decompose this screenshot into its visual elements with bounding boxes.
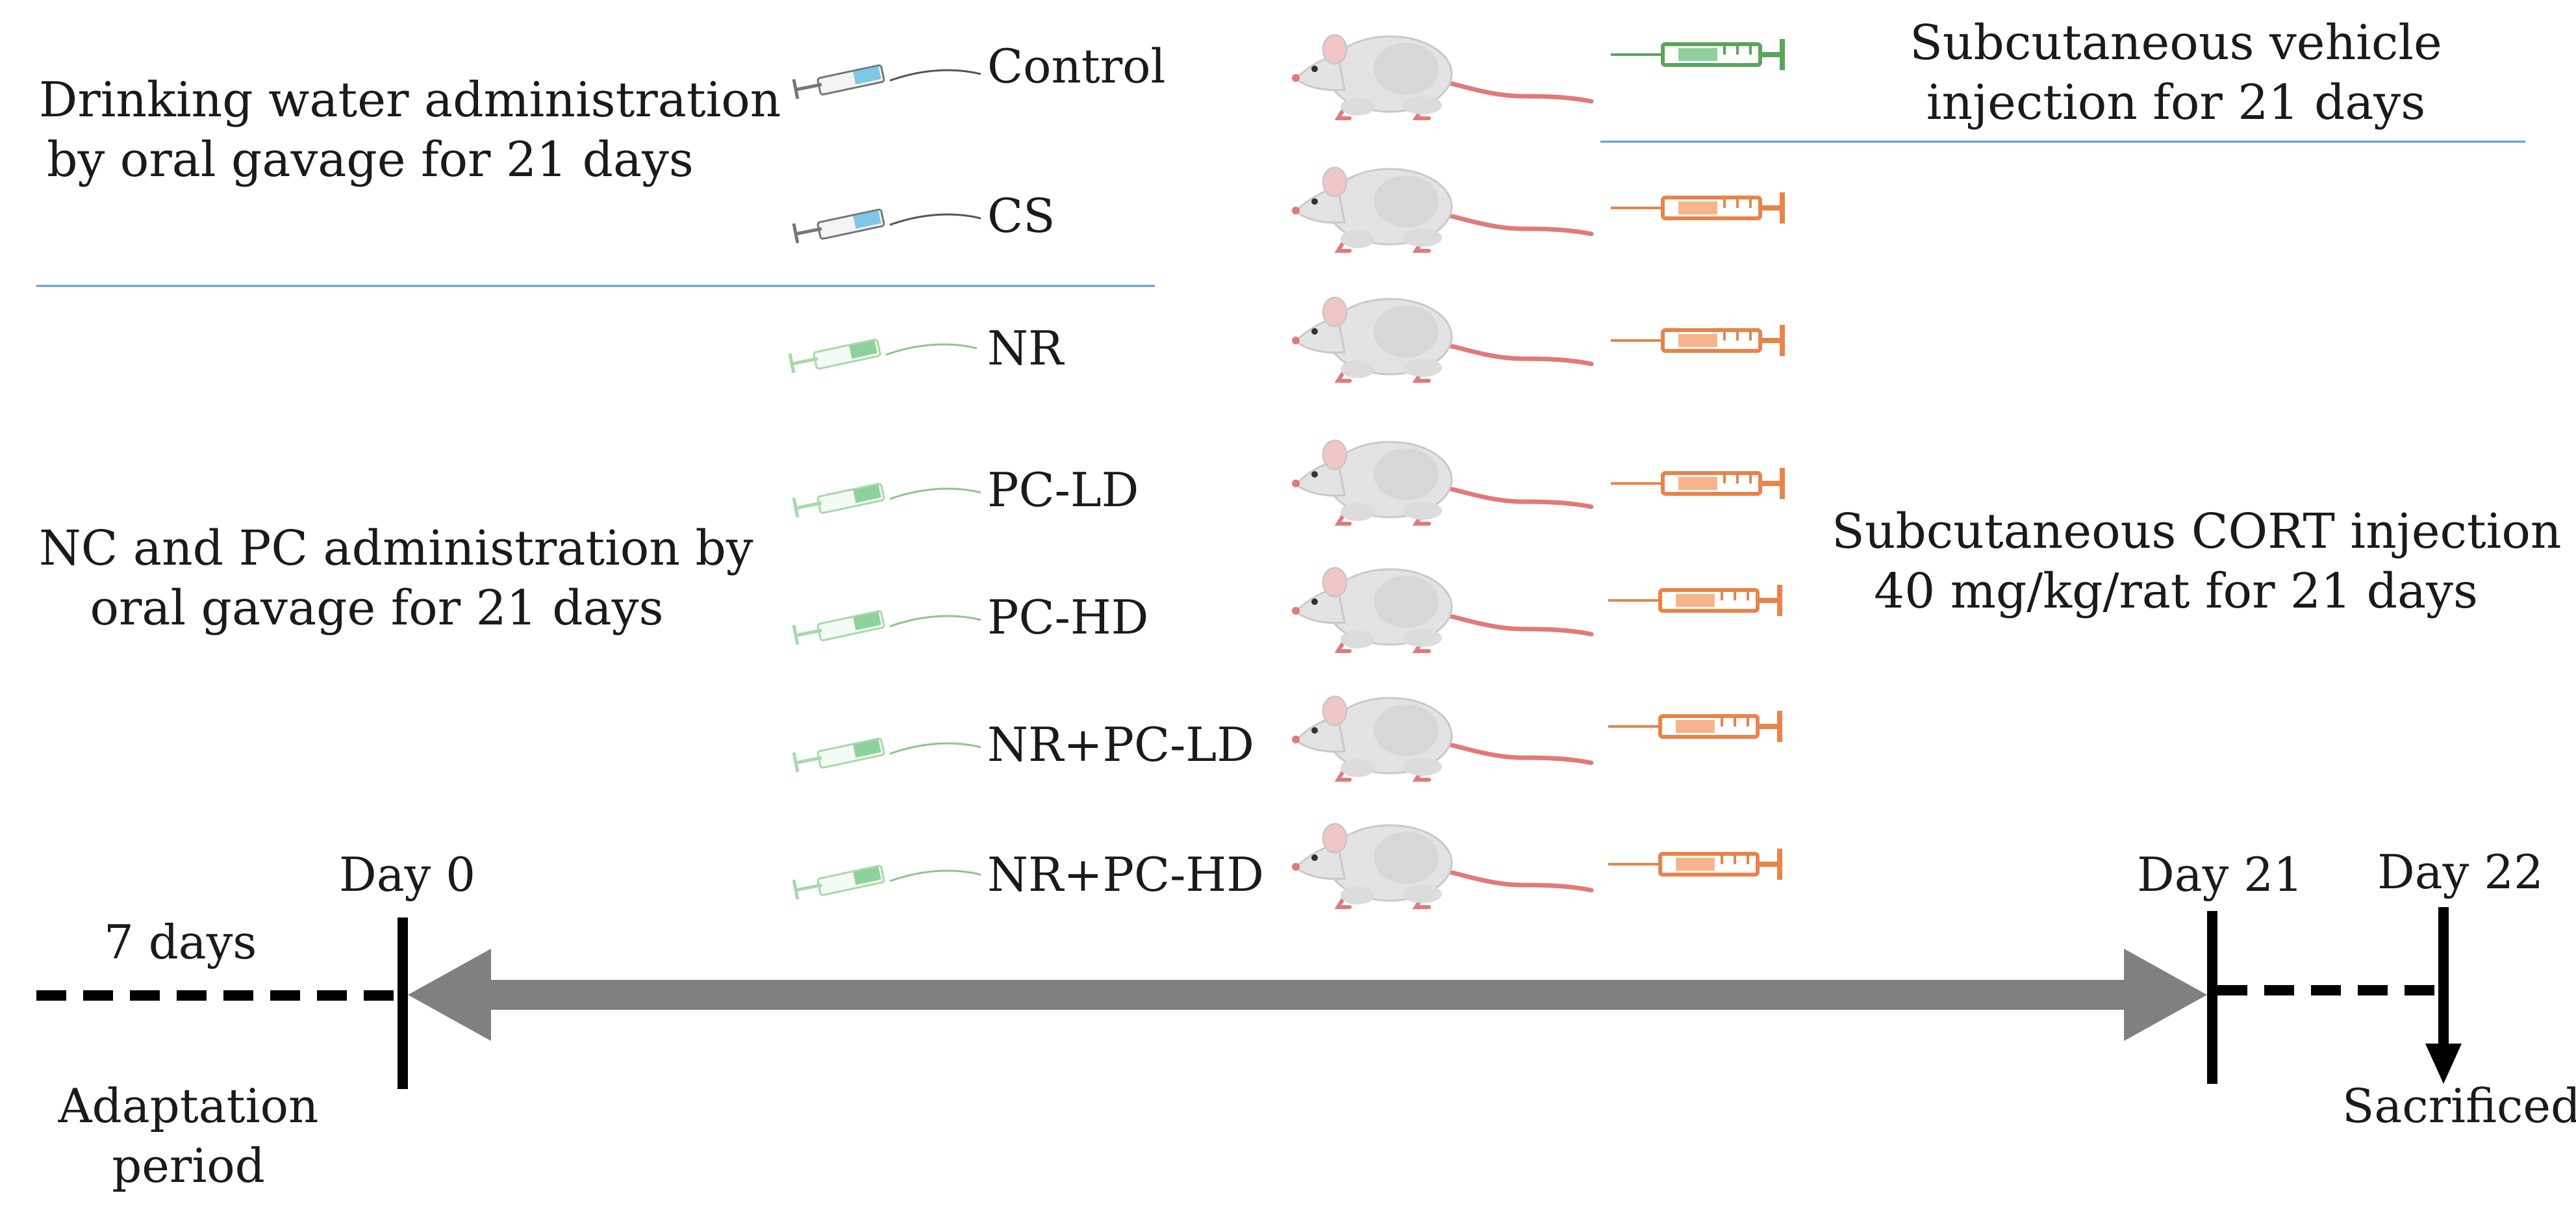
injection-syringe-icon <box>1611 468 1782 499</box>
gavage-syringe-icon <box>794 483 981 517</box>
down-arrow-icon <box>2425 1044 2462 1084</box>
adaptation-line2: period <box>112 1138 265 1193</box>
rat-icon <box>1292 168 1591 251</box>
gavage-syringe-icon <box>794 209 981 243</box>
rat-icon <box>1292 298 1591 381</box>
cort-injection-line1: Subcutaneous CORT injection <box>1832 504 2562 559</box>
gavage-syringe-icon <box>794 866 981 899</box>
gavage-syringe-icon <box>790 339 977 373</box>
sacrificed-label: Sacrificed <box>2342 1079 2576 1133</box>
ncpc-admin-line1: NC and PC administration by <box>39 520 753 576</box>
group-label-pc-hd: PC-HD <box>987 590 1149 645</box>
injection-syringe-icon <box>1611 39 1782 70</box>
ncpc-admin-label: NC and PC administration by oral gavage … <box>39 519 753 638</box>
water-admin-label: Drinking water administration by oral ga… <box>39 70 781 190</box>
injection-syringe-icon <box>1608 711 1780 742</box>
vehicle-injection-line2: injection for 21 days <box>1926 75 2426 131</box>
injection-syringe-icon <box>1608 849 1780 880</box>
adaptation-period-label: Adaptation period <box>39 1076 338 1196</box>
group-label-control: Control <box>987 39 1166 94</box>
water-admin-line2: by oral gavage for 21 days <box>47 132 694 188</box>
day22-label: Day 22 <box>2377 845 2544 899</box>
group-label-nr-pc-ld: NR+PC-LD <box>987 717 1254 772</box>
ncpc-admin-line2: oral gavage for 21 days <box>90 580 664 636</box>
vehicle-injection-line1: Subcutaneous vehicle <box>1910 15 2442 71</box>
group-label-nr: NR <box>987 321 1064 376</box>
group-label-nr-pc-hd: NR+PC-HD <box>987 847 1264 902</box>
cort-injection-label: Subcutaneous CORT injection 40 mg/kg/rat… <box>1832 502 2562 621</box>
day21-label: Day 21 <box>2137 847 2303 902</box>
group-label-cs: CS <box>987 188 1055 243</box>
vehicle-injection-label: Subcutaneous vehicle injection for 21 da… <box>1871 13 2481 133</box>
gavage-syringe-icon <box>794 65 981 99</box>
gavage-syringe-icon <box>794 611 981 645</box>
rat-icon <box>1292 697 1591 780</box>
injection-syringe-icon <box>1611 192 1782 224</box>
group-label-pc-ld: PC-LD <box>987 463 1139 517</box>
gavage-syringe-icon <box>794 738 981 772</box>
rat-icon <box>1292 441 1591 524</box>
treatment-period-arrow <box>408 949 2207 1041</box>
rat-icon <box>1292 824 1591 907</box>
cort-injection-line2: 40 mg/kg/rat for 21 days <box>1874 563 2478 619</box>
rat-icon <box>1292 568 1591 651</box>
water-admin-line1: Drinking water administration <box>39 72 781 128</box>
adaptation-line1: Adaptation <box>58 1079 319 1133</box>
injection-syringe-icon <box>1608 585 1780 616</box>
day0-label: Day 0 <box>339 847 476 902</box>
rat-icon <box>1292 35 1591 118</box>
injection-syringe-icon <box>1611 325 1782 356</box>
adaptation-days-label: 7 days <box>104 915 257 969</box>
